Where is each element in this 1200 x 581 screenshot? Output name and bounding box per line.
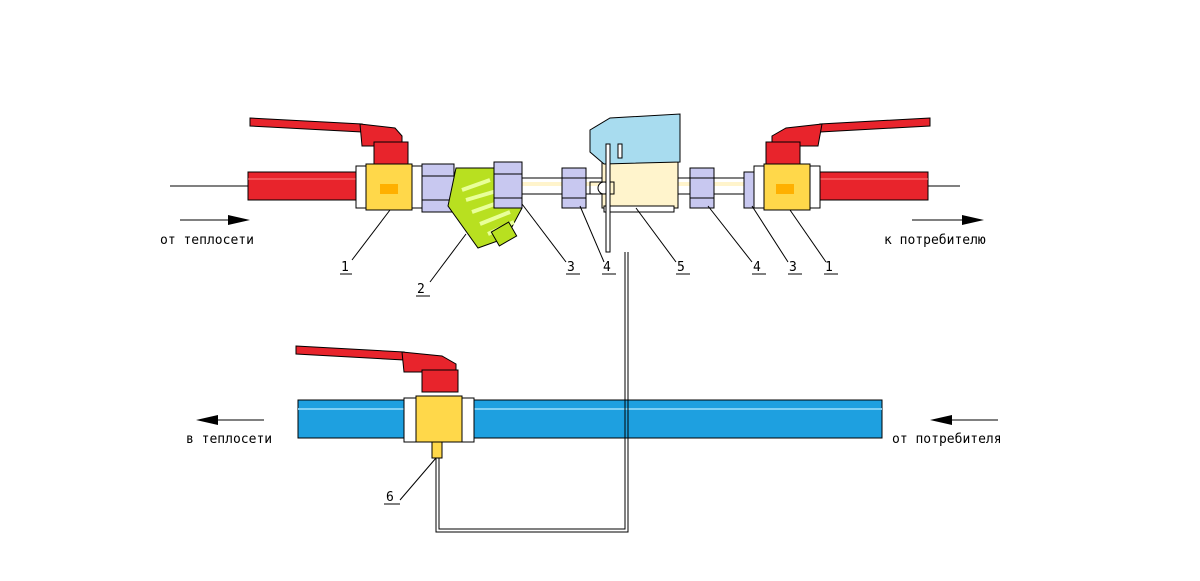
ball-valve-icon (249, 117, 423, 211)
callout-number: 2 (417, 282, 425, 297)
callouts: 1 2 3 4 5 4 3 1 6 (340, 203, 838, 505)
label-return-out: в теплосети (186, 432, 272, 447)
callout-number: 4 (603, 260, 611, 275)
heat-meter-icon (589, 113, 681, 253)
flow-arrow-right-icon (180, 215, 250, 225)
ball-valve-icon (753, 117, 931, 211)
label-return-in: от потребителя (892, 432, 1002, 447)
callout-number: 3 (789, 260, 797, 275)
union-nut (493, 161, 523, 209)
label-supply-out: к потребителю (884, 233, 986, 248)
supply-line: от теплосети к потребителю (160, 113, 986, 253)
ball-valve-icon (295, 345, 475, 459)
callout-number: 6 (386, 490, 394, 505)
callout-number: 3 (567, 260, 575, 275)
callout-number: 1 (825, 260, 833, 275)
flow-arrow-left-icon (196, 415, 264, 425)
return-pipe (297, 399, 883, 439)
supply-pipe-right (819, 171, 929, 201)
union-nut (689, 167, 715, 209)
union-nut (561, 167, 587, 209)
return-line: в теплосети от потребителя (186, 252, 1002, 533)
callout-number: 4 (753, 260, 761, 275)
flow-arrow-right-icon (912, 215, 984, 225)
sensor-cable (435, 252, 629, 533)
flow-arrow-left-icon (930, 415, 998, 425)
supply-pipe-left (247, 171, 361, 201)
temperature-sensor-icon (605, 143, 611, 253)
label-supply-in: от теплосети (160, 233, 254, 248)
callout-number: 1 (341, 260, 349, 275)
callout-number: 5 (677, 260, 685, 275)
